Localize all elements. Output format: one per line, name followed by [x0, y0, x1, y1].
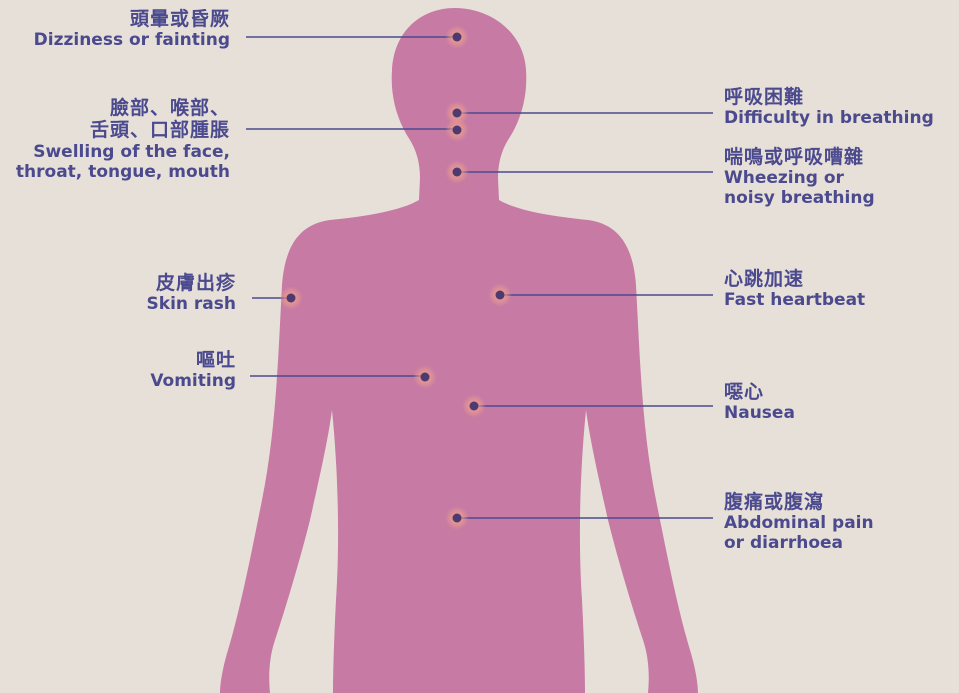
label-heartbeat: 心跳加速 Fast heartbeat — [724, 268, 865, 310]
label-breathing-zh: 呼吸困難 — [724, 86, 934, 108]
label-swelling: 臉部、喉部、 舌頭、口部腫脹 Swelling of the face, thr… — [16, 97, 230, 182]
marker-swelling — [445, 118, 469, 142]
label-heartbeat-en: Fast heartbeat — [724, 290, 865, 310]
label-vomiting-en: Vomiting — [150, 371, 236, 391]
label-wheezing-en-2: noisy breathing — [724, 188, 875, 208]
label-swelling-zh-2: 舌頭、口部腫脹 — [16, 119, 230, 141]
label-wheezing: 喘鳴或呼吸嘈雜 Wheezing or noisy breathing — [724, 146, 875, 209]
label-swelling-zh-1: 臉部、喉部、 — [16, 97, 230, 119]
label-skin-rash: 皮膚出疹 Skin rash — [147, 272, 236, 314]
label-abdominal-en-1: Abdominal pain — [724, 513, 874, 533]
marker-vomiting — [413, 365, 437, 389]
label-wheezing-zh: 喘鳴或呼吸嘈雜 — [724, 146, 875, 168]
label-breathing: 呼吸困難 Difficulty in breathing — [724, 86, 934, 128]
label-nausea-en: Nausea — [724, 403, 795, 423]
label-skin-rash-zh: 皮膚出疹 — [147, 272, 236, 294]
marker-skin-rash — [279, 286, 303, 310]
label-dizziness-en: Dizziness or fainting — [34, 30, 230, 50]
label-skin-rash-en: Skin rash — [147, 294, 236, 314]
marker-heartbeat — [488, 283, 512, 307]
label-abdominal-zh: 腹痛或腹瀉 — [724, 491, 874, 513]
label-dizziness: 頭暈或昏厥 Dizziness or fainting — [34, 8, 230, 50]
label-vomiting-zh: 嘔吐 — [150, 349, 236, 371]
marker-dizziness — [445, 25, 469, 49]
label-swelling-en-2: throat, tongue, mouth — [16, 162, 230, 182]
label-heartbeat-zh: 心跳加速 — [724, 268, 865, 290]
label-vomiting: 嘔吐 Vomiting — [150, 349, 236, 391]
marker-abdominal — [445, 506, 469, 530]
marker-nausea — [462, 394, 486, 418]
label-breathing-en: Difficulty in breathing — [724, 108, 934, 128]
marker-wheezing — [445, 160, 469, 184]
label-nausea: 噁心 Nausea — [724, 381, 795, 423]
label-swelling-en-1: Swelling of the face, — [16, 142, 230, 162]
label-abdominal-en-2: or diarrhoea — [724, 533, 874, 553]
label-nausea-zh: 噁心 — [724, 381, 795, 403]
label-wheezing-en-1: Wheezing or — [724, 168, 875, 188]
label-abdominal: 腹痛或腹瀉 Abdominal pain or diarrhoea — [724, 491, 874, 554]
label-dizziness-zh: 頭暈或昏厥 — [34, 8, 230, 30]
